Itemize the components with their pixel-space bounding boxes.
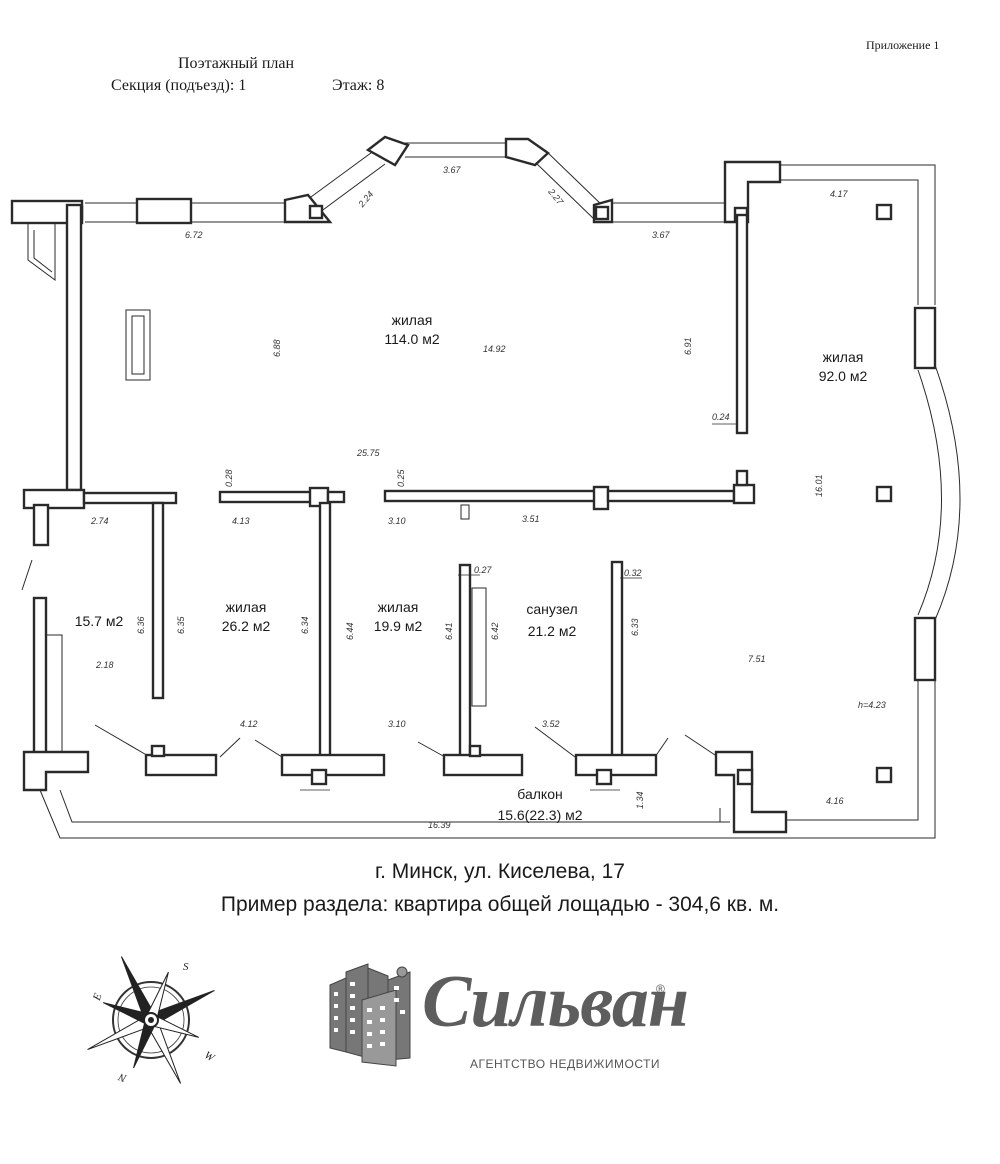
room-26-type: жилая <box>226 599 267 615</box>
dim-label: 1.34 <box>635 791 645 809</box>
dim-label: 7.51 <box>748 654 766 664</box>
appendix-label: Приложение 1 <box>866 38 940 52</box>
dim-label: h=4.23 <box>858 700 886 710</box>
dim-label: 3.51 <box>522 514 540 524</box>
dim-label: 3.10 <box>388 516 406 526</box>
dim-label: 4.17 <box>830 189 849 199</box>
dim-label: 2.24 <box>356 189 376 210</box>
dim-label: 6.44 <box>345 622 355 640</box>
room-92-area: 92.0 м2 <box>819 368 868 384</box>
dim-label: 0.32 <box>624 568 642 578</box>
dim-label: 4.16 <box>826 796 844 806</box>
dim-label: 6.33 <box>630 618 640 636</box>
floor-label: Этаж: 8 <box>332 77 385 94</box>
dim-label: 6.42 <box>490 622 500 640</box>
dim-label: 3.52 <box>542 719 560 729</box>
room-15-area: 15.7 м2 <box>75 613 124 629</box>
leader-lines <box>221 423 737 791</box>
dim-label: 6.34 <box>300 616 310 634</box>
dim-label: 3.67 <box>443 165 462 175</box>
dim-label: 2.18 <box>95 660 114 670</box>
dim-label: 25.75 <box>356 448 381 458</box>
dim-label: 3.67 <box>652 230 671 240</box>
room-bath-area: 21.2 м2 <box>528 623 577 639</box>
dim-label: 16.39 <box>428 820 451 830</box>
room-114-area: 114.0 м2 <box>384 331 440 347</box>
dim-label: 6.88 <box>272 339 282 357</box>
dim-label: 0.25 <box>396 468 406 487</box>
room-19-area: 19.9 м2 <box>374 618 423 634</box>
dim-label: 6.41 <box>444 622 454 640</box>
section-label: Секция (подъезд): 1 <box>111 77 247 94</box>
brand-tagline: АГЕНТСТВО НЕДВИЖИМОСТИ <box>470 1057 661 1071</box>
dim-label: 0.27 <box>474 565 493 575</box>
plan-title: Поэтажный план <box>178 55 295 72</box>
dim-label: 4.13 <box>232 516 250 526</box>
dim-label: 14.92 <box>483 344 506 354</box>
compass-letter-s: S <box>183 961 189 973</box>
dim-label: 0.28 <box>224 469 234 487</box>
room-balcony-area: 15.6(22.3) м2 <box>497 807 582 823</box>
registered-mark: ® <box>656 982 665 996</box>
room-26-area: 26.2 м2 <box>222 618 271 634</box>
dim-label: 2.74 <box>90 516 109 526</box>
walls <box>10 135 937 834</box>
window-lines <box>21 142 961 839</box>
address-line: г. Минск, ул. Киселева, 17 <box>375 860 625 883</box>
room-balcony-type: балкон <box>517 786 562 802</box>
room-92-type: жилая <box>823 349 864 365</box>
brand-name: Сильван <box>422 961 689 1043</box>
dim-label: 0.24 <box>712 412 730 422</box>
dim-label: 3.10 <box>388 719 406 729</box>
dim-label: 6.91 <box>683 337 693 355</box>
compass-letter-n: N <box>117 1070 130 1084</box>
dim-label: 6.35 <box>176 615 186 634</box>
dim-label: 6.36 <box>136 616 146 634</box>
room-bath-type: санузел <box>526 601 577 617</box>
dim-label: 4.12 <box>240 719 258 729</box>
dim-label: 6.72 <box>185 230 203 240</box>
example-description: Пример раздела: квартира общей лощадью -… <box>220 893 780 916</box>
compass-rose <box>87 956 215 1084</box>
dim-label: 16.01 <box>814 474 824 497</box>
compass-letter-w: W <box>202 1049 217 1064</box>
room-114-type: жилая <box>392 312 433 328</box>
room-19-type: жилая <box>378 599 419 615</box>
buildings-logo-icon <box>329 963 411 1067</box>
compass-letter-e: E <box>91 991 105 1003</box>
